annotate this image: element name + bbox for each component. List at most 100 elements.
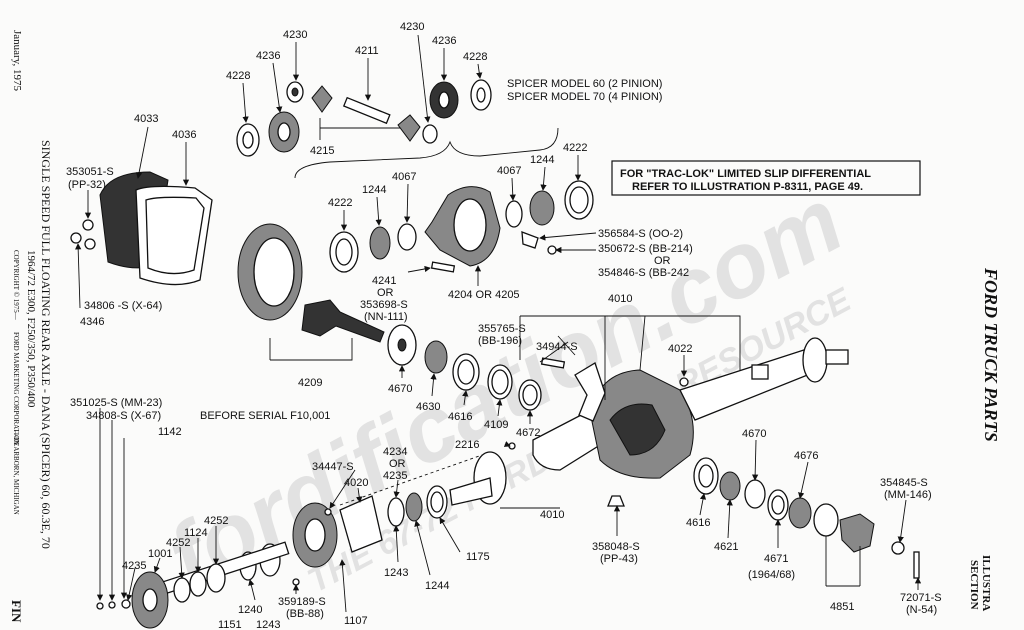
label-1244-left: 1244: [362, 184, 386, 196]
label-or-2: OR: [377, 287, 394, 299]
label-358048: 358048-S: [592, 541, 640, 553]
label-34808: 34808-S (X-67): [86, 410, 161, 422]
label-1243-b: 1243: [256, 619, 280, 630]
label-4616-bottom: 4616: [686, 517, 710, 529]
part-34806-washer: [84, 238, 96, 250]
label-4616-top: 4616: [448, 411, 472, 423]
label-4346: 4346: [80, 316, 104, 328]
label-359189-note: (BB-88): [286, 608, 324, 620]
label-1124: 1124: [184, 527, 208, 539]
label-4010-bottom: 4010: [540, 509, 564, 521]
part-4676-seal: [788, 497, 812, 529]
part-4851-yoke: [839, 513, 875, 553]
part-4209-drive-pinion: [301, 299, 385, 343]
part-4252-nut-a: [206, 563, 226, 593]
label-4022: 4022: [668, 343, 692, 355]
traclok-note-box: [611, 160, 921, 196]
housing-bracket: [751, 364, 769, 380]
label-4236-left: 4236: [256, 50, 280, 62]
label-4234: 4234: [383, 446, 407, 458]
label-4670-top: 4670: [388, 383, 412, 395]
label-4109: 4109: [484, 419, 508, 431]
part-4215-pinion-bottom: [397, 114, 421, 142]
part-4010-spindle: [449, 477, 493, 506]
label-4252-a: 4252: [204, 515, 228, 527]
label-4672: 4672: [516, 427, 540, 439]
part-353051-plug: [82, 219, 94, 231]
label-1001: 1001: [148, 548, 172, 560]
label-4621: 4621: [714, 541, 738, 553]
axle-title: SINGLE SPEED FULL FLOATING REAR AXLE - D…: [39, 140, 53, 549]
part-358048-plug: [607, 495, 625, 507]
copyright: COPYRIGHT © 1975—: [12, 250, 20, 321]
note-spicer-70: SPICER MODEL 70 (4 PINION): [507, 91, 662, 103]
housing-right-spindle: [825, 349, 849, 365]
model-years: 1964/72 E300, F250/350, P350/400: [25, 250, 37, 408]
label-356584: 356584-S (OO-2): [598, 228, 683, 240]
label-4033: 4033: [134, 113, 158, 125]
label-4676: 4676: [794, 450, 818, 462]
part-4630-bearing: [424, 340, 448, 374]
label-4241: 4241: [372, 275, 396, 287]
part-labels: 4230 4211 4230 4236 4236 4228 4228 4215 …: [66, 21, 942, 630]
part-4621-bearing: [719, 471, 741, 501]
label-34806: 34806 -S (X-64): [84, 300, 162, 312]
label-or-3: OR: [389, 458, 406, 470]
part-34808-washer: [108, 601, 116, 609]
label-1244-right: 1244: [530, 154, 554, 166]
leader-lines: [75, 34, 922, 613]
label-4851: 4851: [830, 601, 854, 613]
fin-label: FIN: [9, 600, 24, 623]
part-351025-nut: [96, 602, 104, 610]
part-4022-vent: [679, 377, 689, 387]
note-spicer-60: SPICER MODEL 60 (2 PINION): [507, 78, 662, 90]
label-353051-note: (PP-32): [68, 179, 106, 191]
note-traclok-2: REFER TO ILLUSTRATION P-8311, PAGE 49.: [632, 181, 863, 193]
label-1142: 1142: [158, 426, 182, 438]
label-before-serial: BEFORE SERIAL F10,001: [200, 410, 330, 422]
label-4230-right: 4230: [400, 21, 424, 33]
note-traclok-1: FOR "TRAC-LOK" LIMITED SLIP DIFFERENTIAL: [620, 168, 871, 180]
label-2216: 2216: [455, 439, 479, 451]
part-4252-nut-b: [173, 577, 191, 603]
cover-and-gasket: [70, 171, 213, 286]
label-4067-right: 4067: [497, 165, 521, 177]
label-1240: 1240: [238, 604, 262, 616]
label-358048-note: (PP-43): [600, 553, 638, 565]
label-4230-left: 4230: [283, 29, 307, 41]
label-72071: 72071-S: [900, 592, 942, 604]
label-353051: 353051-S: [66, 166, 114, 178]
differential-group-brace: [294, 127, 559, 179]
pinion-bearing-row: [387, 324, 566, 411]
part-1243-cup-hub: [387, 497, 405, 527]
part-4215-pinion-top: [311, 85, 333, 113]
label-353698: 353698-S: [360, 299, 408, 311]
label-1244-hub: 1244: [425, 580, 449, 592]
label-4671-note: (1964/68): [748, 569, 795, 581]
label-1175: 1175: [466, 551, 490, 563]
label-355765: 355765-S: [478, 323, 526, 335]
label-4067-left: 4067: [392, 171, 416, 183]
label-1243-a: 1243: [384, 567, 408, 579]
label-4215: 4215: [310, 145, 334, 157]
part-4067-shim-left: [397, 223, 417, 251]
differential-parts: [236, 79, 492, 157]
label-4222-left: 4222: [328, 197, 352, 209]
label-4204: 4204 OR 4205: [448, 289, 520, 301]
label-353698-note: (NN-111): [364, 311, 408, 323]
part-355765-bolt: [540, 357, 566, 369]
part-350672-bolt: [547, 245, 557, 255]
label-4036: 4036: [172, 129, 196, 141]
location: —DEARBORN, MICHIGAN: [12, 429, 20, 515]
axle-housing: [532, 337, 849, 479]
part-4670-shim-right: [744, 479, 766, 509]
part-4022-vent-bracket: [574, 362, 606, 422]
part-4235-small: [121, 599, 131, 609]
part-354845-nut: [891, 541, 905, 555]
label-4211: 4211: [355, 45, 379, 57]
part-4067-shim-right: [505, 200, 523, 228]
part-1244-bearing-left: [369, 226, 391, 260]
part-356584-lock: [521, 231, 539, 249]
